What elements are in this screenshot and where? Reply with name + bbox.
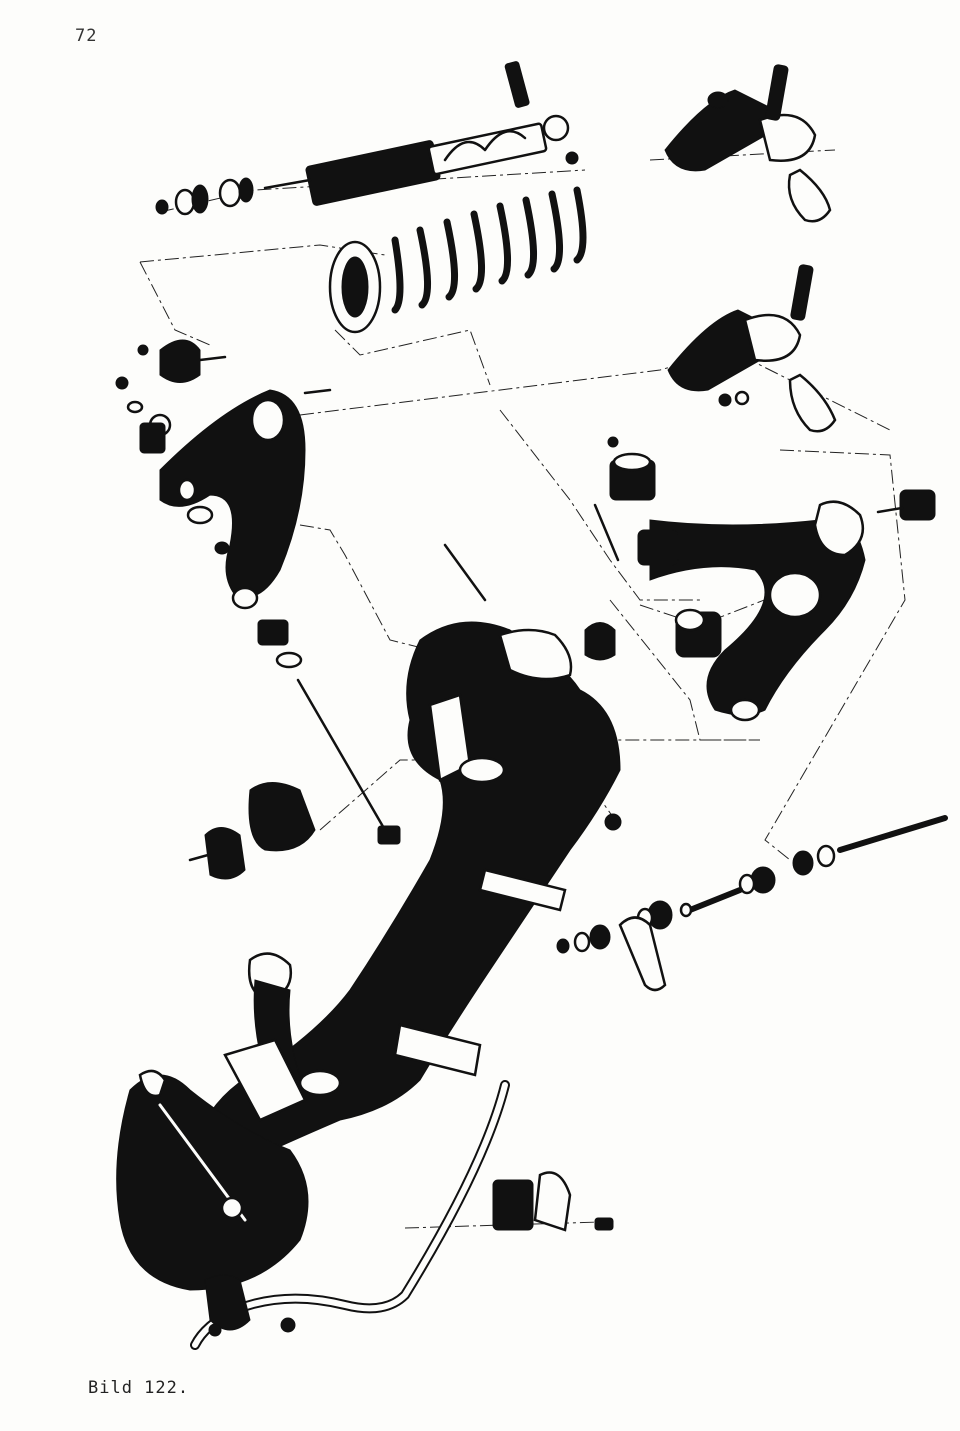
coil-spring <box>328 186 587 334</box>
engine-mount <box>188 619 401 880</box>
page-number: 72 <box>75 26 98 46</box>
shock-washers <box>155 177 254 216</box>
steering-knuckle-lower <box>667 264 837 433</box>
lower-control-arm <box>593 436 936 722</box>
ball-joint-upper <box>137 339 332 395</box>
wheel-hub-assembly <box>116 1069 309 1337</box>
figure-caption: Bild 122. <box>88 1378 190 1398</box>
shock-absorber <box>263 61 579 206</box>
upper-control-arm <box>115 376 306 610</box>
front-subframe <box>197 543 622 1171</box>
tie-rod-assembly <box>556 815 948 992</box>
steering-knuckle-upper <box>664 64 832 223</box>
